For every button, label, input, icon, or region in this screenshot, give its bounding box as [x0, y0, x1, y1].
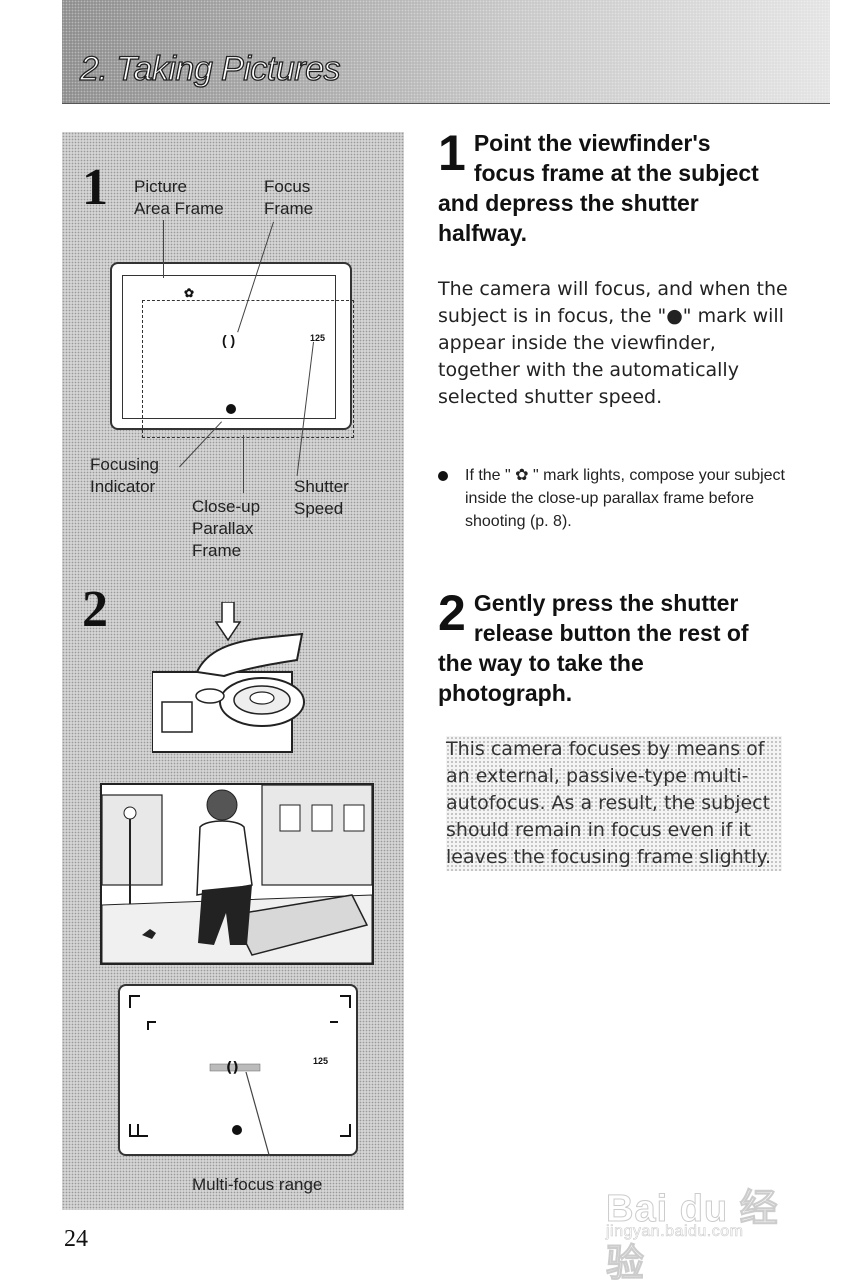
svg-text:(): () [226, 1060, 239, 1076]
step-2-number: 2 [82, 581, 108, 638]
viewfinder-2-speed-readout: 125 [313, 1056, 329, 1066]
watermark-url: jingyan.baidu.com [606, 1223, 744, 1241]
close-up-note: If the " ✿ " mark lights, compose your s… [465, 467, 785, 530]
note-bullet [438, 471, 448, 481]
viewfinder-corner-marks: () [129, 995, 351, 1156]
focus-frame-mark: ( ) [222, 332, 236, 348]
close-up-parallax-frame [142, 300, 354, 438]
page-number: 24 [64, 1226, 88, 1252]
header-rule [62, 103, 830, 104]
chapter-title: 2. Taking Pictures [79, 49, 341, 88]
viewfinder-speed-readout: 125 [310, 333, 326, 343]
chapter-header-band: 2. Taking Pictures [62, 0, 830, 103]
watermark-logo-text: Bai du 经验 [606, 1188, 779, 1286]
step-1-body: The camera will focus, and when the subj… [438, 278, 788, 408]
leader-line [242, 435, 244, 493]
multi-focus-range-label: Multi-focus range [192, 1175, 323, 1194]
leader-line [162, 220, 164, 278]
close-up-mark-icon: ✿ [184, 286, 195, 300]
picture-area-frame [122, 275, 336, 419]
baidu-watermark: Bai du 经验 jingyan.baidu.com [606, 1155, 806, 1286]
step-1-number: 1 [82, 159, 108, 216]
scene-illustration [100, 783, 374, 965]
focusing-indicator-dot [226, 404, 236, 414]
step-2-body: This camera focuses by means of an exter… [446, 736, 782, 871]
camera-press-illustration [152, 602, 305, 753]
